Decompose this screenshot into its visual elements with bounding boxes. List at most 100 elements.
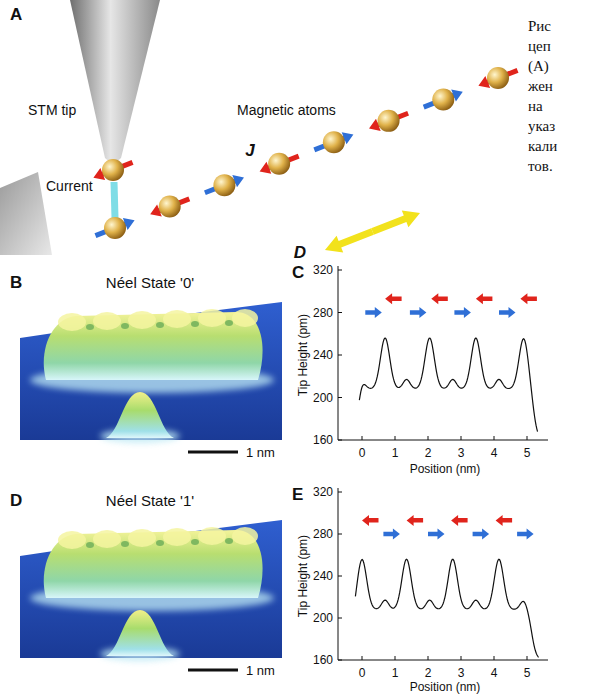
tick-mark <box>338 440 342 441</box>
scale-bar <box>188 669 238 672</box>
axis-title: Position (nm) <box>410 463 481 475</box>
panel-letter: A <box>10 6 22 23</box>
stm-image <box>20 520 282 672</box>
tick-mark <box>395 656 396 660</box>
axis-title: Tip Height (pm) <box>297 535 309 617</box>
callout-label: STM tip <box>28 103 76 117</box>
line-plot <box>338 488 548 660</box>
chain-peak <box>198 527 226 545</box>
tick-mark <box>527 656 528 660</box>
chain-dimple <box>121 323 129 329</box>
callout-label: Magnetic atoms <box>237 103 336 117</box>
chain-dimple <box>121 541 129 547</box>
surface-wedge <box>0 172 52 255</box>
caption-fragment: кали <box>528 139 557 154</box>
spin-arrow <box>428 529 445 540</box>
tick-mark <box>395 436 396 440</box>
tick-mark <box>338 397 342 398</box>
scale-bar <box>188 451 238 454</box>
chain-dimple <box>86 542 94 548</box>
caption-fragment: тов. <box>528 159 553 174</box>
magnetic-atom <box>378 110 400 132</box>
line-plot <box>338 266 548 440</box>
scale-label: 1 nm <box>246 664 275 677</box>
tick-mark <box>338 660 342 661</box>
magnetic-atom <box>323 131 345 153</box>
anisotropy-symbol: D <box>294 244 306 261</box>
axis-title: Tip Height (pm) <box>297 314 309 396</box>
atom-chain-ridge <box>44 530 263 598</box>
tick-label: 240 <box>313 349 333 361</box>
tip-height-curve <box>359 338 537 432</box>
chain-peak <box>232 527 258 545</box>
spin-arrow <box>431 293 448 304</box>
magnetic-atom <box>213 174 235 196</box>
tick-mark <box>494 656 495 660</box>
x-axis <box>338 660 548 661</box>
spin-arrow <box>496 515 512 526</box>
exchange-symbol: J <box>245 142 254 159</box>
y-axis <box>338 266 339 440</box>
spin-arrow <box>499 307 516 318</box>
tunnel-current-beam <box>114 182 115 218</box>
caption-fragment: (А) <box>528 59 549 74</box>
chain-peak <box>232 309 258 327</box>
spin-arrow <box>407 515 424 526</box>
chain-peak <box>163 528 191 546</box>
panel-letter: D <box>10 492 22 509</box>
chain-peak <box>198 309 226 327</box>
tick-mark <box>338 270 342 271</box>
spin-arrow <box>365 307 382 318</box>
tick-label: 320 <box>313 486 333 498</box>
chain-dimple <box>86 324 94 330</box>
tick-mark <box>461 436 462 440</box>
chain-dimple <box>225 538 233 544</box>
scale-label: 1 nm <box>246 446 275 459</box>
panel-letter: C <box>292 264 304 281</box>
spin-arrow <box>454 307 471 318</box>
tick-mark <box>527 436 528 440</box>
spin-arrow <box>410 307 427 318</box>
tick-label: 4 <box>491 447 498 459</box>
anisotropy-arrow <box>371 210 420 234</box>
tick-label: 2 <box>425 447 432 459</box>
atom-chain-ridge <box>44 312 263 380</box>
tick-label: 160 <box>313 434 333 446</box>
chain-dimple <box>156 540 164 546</box>
chain-peak <box>128 529 156 547</box>
spin-arrow <box>93 160 133 180</box>
caption-fragment: указ <box>528 119 555 134</box>
spin-arrow <box>451 515 468 526</box>
spin-arrow <box>260 154 300 174</box>
chain-peaks <box>58 309 258 331</box>
spin-arrow <box>385 293 402 304</box>
anisotropy-arrow <box>325 228 374 252</box>
chain-dimple <box>191 539 199 545</box>
chain-dimple <box>225 320 233 326</box>
stm-image <box>20 302 282 454</box>
magnetic-atom <box>159 196 181 218</box>
tick-label: 320 <box>313 264 333 276</box>
tick-label: 280 <box>313 307 333 319</box>
probe-adatom <box>106 610 174 656</box>
chain-peak <box>163 310 191 328</box>
spin-arrow <box>362 515 379 526</box>
caption-fragment: Рис <box>528 19 551 34</box>
tip-height-curve <box>355 559 538 657</box>
magnetic-atom <box>487 67 509 89</box>
spin-arrow <box>517 529 534 540</box>
tick-label: 0 <box>359 447 366 459</box>
tick-label: 4 <box>491 667 498 679</box>
panel-title: Néel State '1' <box>106 493 194 508</box>
spin-arrow <box>520 293 537 304</box>
tick-label: 200 <box>313 392 333 404</box>
tick-label: 0 <box>359 667 366 679</box>
tick-mark <box>338 492 342 493</box>
spin-arrow <box>478 68 518 88</box>
magnetic-atom <box>268 153 290 175</box>
tick-label: 200 <box>313 612 333 624</box>
chain-peak <box>128 311 156 329</box>
tick-mark <box>362 656 363 660</box>
spin-arrow <box>383 529 400 540</box>
